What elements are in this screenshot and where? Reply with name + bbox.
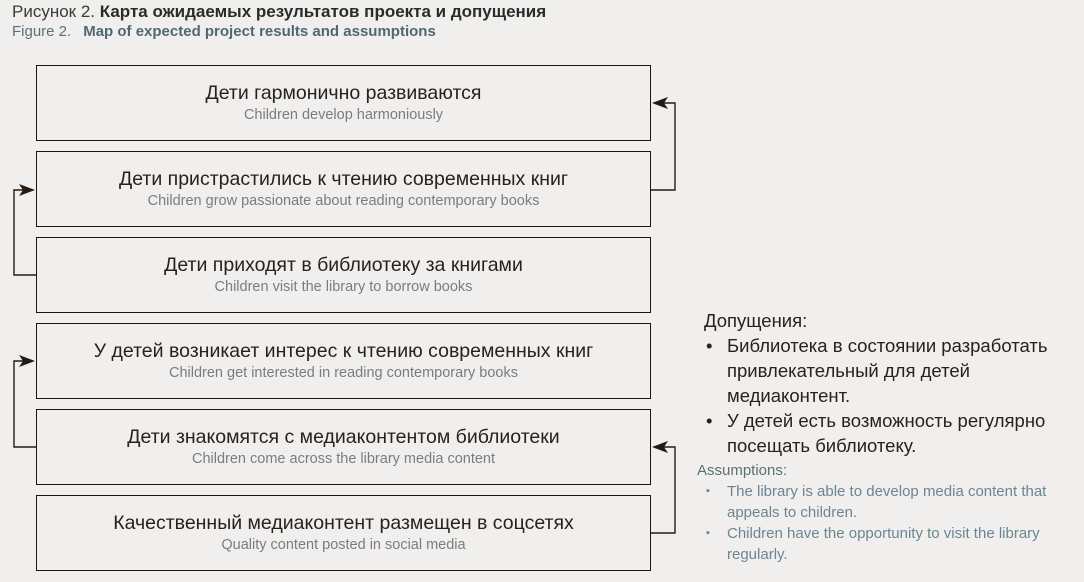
caption-russian-prefix: Рисунок 2. [12,2,96,21]
caption-english-line: Figure 2. Map of expected project results… [12,22,912,42]
result-box-4[interactable]: У детей возникает интерес к чтению совре… [36,323,651,399]
result-box-6[interactable]: Качественный медиаконтент размещен в соц… [36,495,651,571]
bullet-icon: ▪ [706,527,710,539]
arrowhead-into-box2 [19,184,35,196]
figure-caption: Рисунок 2. Карта ожидаемых результатов п… [12,2,912,42]
assumptions-english-heading: Assumptions: [697,462,788,479]
assumption-en-item-2-text: Children have the opportunity to visit t… [727,525,1040,563]
result-box-4-russian: У детей возникает интерес к чтению совре… [93,340,594,362]
assumptions-panel: Допущения: • Библиотека в состоянии разр… [697,308,1079,565]
result-box-3-russian: Дети приходят в библиотеку за книгами [164,254,523,276]
result-box-5-english: Children come across the library media c… [191,451,496,467]
result-box-6-russian: Качественный медиаконтент размещен в соц… [113,512,574,534]
assumptions-russian-list: • Библиотека в состоянии разработать при… [697,333,1079,458]
assumption-en-item-1-text: The library is able to develop media con… [727,483,1047,521]
result-box-3[interactable]: Дети приходят в библиотеку за книгами Ch… [36,237,651,313]
caption-english-title: Map of expected project results and assu… [83,23,436,40]
result-box-2-english: Children grow passionate about reading c… [147,193,540,209]
result-box-1-russian: Дети гармонично развиваются [205,82,482,104]
connector-box2-to-box1 [651,102,676,191]
result-box-5-russian: Дети знакомятся с медиаконтентом библиот… [127,426,560,448]
assumption-ru-item-2-text: У детей есть возможность регулярно посещ… [727,410,1046,456]
result-box-3-english: Children visit the library to borrow boo… [214,279,473,295]
caption-english-prefix: Figure 2. [12,23,72,40]
result-box-2[interactable]: Дети пристрастились к чтению современных… [36,151,651,227]
bullet-icon: • [706,335,713,356]
assumption-ru-item-1-text: Библиотека в состоянии разработать привл… [727,335,1048,406]
arrowhead-into-box1 [652,97,668,109]
result-box-4-english: Children get interested in reading conte… [168,365,518,381]
arrowhead-into-box5 [652,441,668,453]
assumption-ru-item-2: • У детей есть возможность регулярно пос… [697,408,1079,458]
bullet-icon: • [706,410,713,431]
caption-russian-title: Карта ожидаемых результатов проекта и до… [99,2,547,21]
result-box-1-english: Children develop harmoniously [243,107,444,123]
assumption-ru-item-1: • Библиотека в состоянии разработать при… [697,333,1079,408]
connector-box6-to-box4 [13,360,36,448]
assumptions-russian-heading: Допущения: [704,310,808,331]
result-box-1[interactable]: Дети гармонично развиваются Children dev… [36,65,651,141]
caption-russian-line: Рисунок 2. Карта ожидаемых результатов п… [12,2,912,22]
result-box-5[interactable]: Дети знакомятся с медиаконтентом библиот… [36,409,651,485]
result-box-2-russian: Дети пристрастились к чтению современных… [119,168,568,190]
bullet-icon: ▪ [706,485,710,497]
result-box-6-english: Quality content posted in social media [221,537,466,553]
assumptions-english-list: ▪ The library is able to develop media c… [697,481,1079,565]
connector-box3-to-box2 [13,189,36,276]
arrowhead-into-box4 [19,355,35,367]
connector-box6-to-box5 [651,446,676,534]
assumption-en-item-2: ▪ Children have the opportunity to visit… [697,523,1079,565]
assumption-en-item-1: ▪ The library is able to develop media c… [697,481,1079,523]
